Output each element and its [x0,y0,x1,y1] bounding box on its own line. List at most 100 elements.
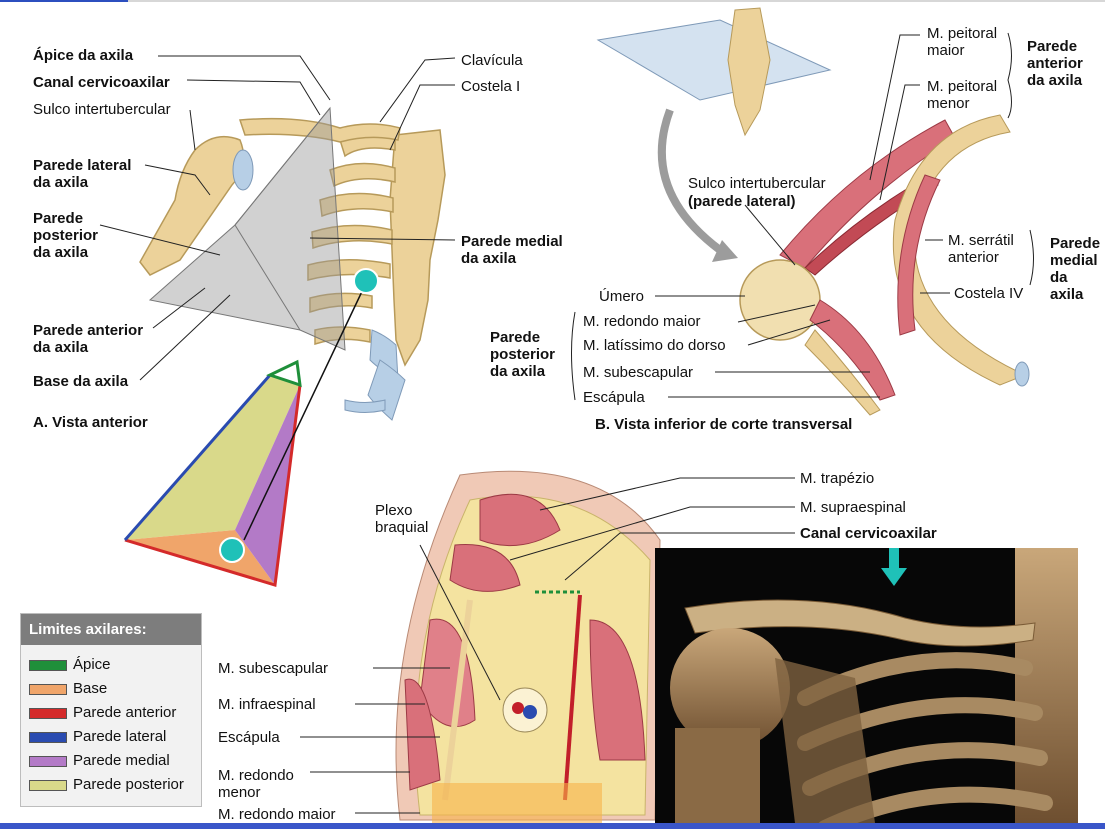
ct-arrow-head [881,568,907,586]
marker-dot [219,537,245,563]
legend-label: Base [73,680,108,697]
rib-iv-cartilage [1014,361,1030,387]
legend-item-lateral-wall: Parede lateral [29,728,166,745]
cartilage [344,399,386,413]
legend-item-apex: Ápice [29,656,111,673]
arrow-head [712,240,738,262]
ct-humerus-shaft [675,728,760,823]
label-apex-axilla: Ápice da axila [33,47,134,64]
label-posterior-wall-b: Parede posterior da axila [490,329,556,380]
legend-swatch [29,755,67,767]
vein [523,705,537,719]
legend-item-posterior-wall: Parede posterior [29,776,184,793]
legend-label: Parede medial [73,752,170,769]
label-base-axilla: Base da axila [33,373,129,390]
panel-c-illustration [395,470,661,823]
panel-b-leader-lines [571,32,1034,401]
supraspinatus-section [449,544,521,592]
label-intertubercular-sulcus: Sulco intertubercular [33,101,171,118]
panel-a-illustration [139,106,446,421]
sternum [389,129,446,367]
label-lateral-wall: Parede lateral da axila [33,157,132,191]
label-pec-minor: M. peitoral menor [927,78,998,112]
posterior-wall-face [125,375,300,540]
legend-swatch [29,683,67,695]
label-supraspinatus: M. supraespinal [800,499,906,516]
panel-a-caption: A. Vista anterior [33,414,148,431]
ct-3d-reconstruction-image [655,548,1078,823]
label-rib-4: Costela IV [954,285,1024,302]
humeral-cartilage [232,149,254,191]
ct-image-drawing [655,548,1078,823]
label-medial-wall-b: Parede medial da axila [1050,235,1101,303]
label-anterior-wall: Parede anterior da axila [33,322,144,356]
label-scapula-b: Escápula [583,389,645,406]
label-brachial-plexus: Plexo braquial [375,502,429,536]
clavicle [238,117,401,143]
anterior-wall-line [563,594,582,801]
legend-swatch [29,731,67,743]
legend-label: Parede anterior [73,704,177,721]
ct-clavicle [684,599,1036,647]
legend-item-anterior-wall: Parede anterior [29,704,176,721]
label-serratus: M. serrátil anterior [948,232,1014,266]
marker-connector [243,282,367,541]
panel-a-leader-lines [99,55,456,381]
lateral-wall-edge [123,374,272,541]
axillary-limits-legend: Limites axilares: Ápice Base Parede ante… [20,613,202,807]
deltoid-section [589,619,646,761]
label-anterior-wall-b: Parede anterior da axila [1027,38,1083,89]
panel-c-leader-lines [300,477,795,814]
label-subscapularis-b: M. subescapular [583,364,694,381]
panel-b-caption: B. Vista inferior de corte transversal [595,416,853,433]
infraspinatus-section [404,678,441,791]
label-latissimus: M. latíssimo do dorso [583,337,726,354]
bottom-border [0,823,1105,829]
marker-dot [353,268,379,294]
panel-b-illustration [596,7,1030,416]
arrow-curve [657,108,723,254]
label-lateral-wall-note: (parede lateral) [688,193,796,210]
rib [329,162,396,188]
label-subscapularis-c: M. subescapular [218,660,329,677]
label-teres-minor: M. redondo menor [218,767,294,801]
axilla-pyramid-edge [234,107,331,331]
legend-item-medial-wall: Parede medial [29,752,170,769]
highlight-box [432,783,602,823]
legend-label: Ápice [73,656,111,673]
serratus-muscle [897,174,941,336]
rib [311,224,393,250]
legend-title: Limites axilares: [21,614,201,645]
legend-label: Parede lateral [73,728,167,745]
humerus-section [739,259,821,341]
label-humerus: Úmero [599,288,645,305]
ct-humeral-head [670,628,790,748]
trapezius-section [479,493,561,547]
label-clavicle: Clavícula [461,52,523,69]
legend-swatch [29,779,67,791]
thorax-inset [727,7,771,137]
legend-item-base: Base [29,680,107,697]
label-teres-major-b: M. redondo maior [583,313,701,330]
label-teres-major-c: M. redondo maior [218,806,336,823]
top-border [0,0,1105,2]
label-rib-1: Costela I [461,78,521,95]
label-medial-wall: Parede medial da axila [461,233,563,267]
label-posterior-wall: Parede posterior da axila [33,210,99,261]
anterior-wall-edge [124,384,302,587]
ct-arrow-shaft [889,548,899,570]
label-intertubercular-sulcus-b: Sulco intertubercular [688,175,826,192]
ct-scapula [775,658,875,823]
label-infraspinatus: M. infraespinal [218,696,316,713]
legend-label: Parede posterior [73,776,184,793]
apex-face [266,359,302,388]
label-scapula-c: Escápula [218,729,280,746]
legend-swatch [29,659,67,671]
label-cervicoaxillary-canal: Canal cervicoaxilar [33,74,170,91]
rib [309,292,373,314]
label-trapezius: M. trapézio [800,470,875,487]
axilla-pyramid-diagram [123,359,302,587]
top-border-accent [0,0,128,2]
subscapularis-muscle [809,299,896,401]
